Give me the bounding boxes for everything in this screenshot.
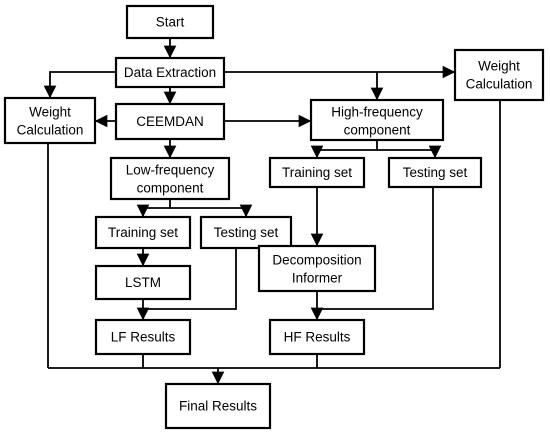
node-high-frequency-line1: High-frequency (331, 105, 423, 120)
node-low-frequency-component: Low-frequency component (109, 156, 231, 201)
node-low-frequency-line2: component (137, 181, 204, 196)
node-weight-calculation-left-line1: Weight (29, 105, 71, 120)
node-training-set-right: Training set (268, 156, 366, 189)
node-data-extraction: Data Extraction (114, 56, 226, 89)
node-final-results: Final Results (164, 382, 272, 430)
edge-data-extraction-to-weight-left (43, 71, 116, 99)
edge-testing-right-to-hf-results (317, 187, 434, 310)
node-lf-results-label: LF Results (111, 330, 176, 345)
edge-high-freq-split (310, 140, 378, 159)
node-testing-set-left: Testing set (199, 215, 293, 250)
node-testing-set-left-label: Testing set (214, 225, 279, 240)
node-decomposition-informer-line1: Decomposition (272, 253, 361, 268)
node-decomposition-informer-line2: Informer (292, 271, 343, 286)
node-weight-calculation-left-line2: Calculation (17, 123, 84, 138)
node-weight-calculation-right-line2: Calculation (466, 77, 533, 92)
node-weight-calculation-right-line1: Weight (478, 59, 520, 74)
edge-low-freq-split (136, 199, 171, 218)
edge-testing-left-to-lf-results (143, 248, 237, 310)
node-lstm: LSTM (94, 264, 192, 301)
edge-low-freq-to-testing (170, 204, 253, 218)
node-high-frequency-component: High-frequency component (309, 98, 445, 142)
node-data-extraction-label: Data Extraction (124, 65, 216, 80)
node-lf-results: LF Results (94, 318, 192, 356)
node-lstm-label: LSTM (125, 275, 161, 290)
node-low-frequency-line1: Low-frequency (126, 163, 215, 178)
node-decomposition-informer: Decomposition Informer (257, 244, 377, 293)
node-training-set-right-label: Training set (282, 165, 352, 180)
node-testing-set-right: Testing set (387, 156, 483, 189)
edge-high-freq-to-testing (377, 145, 442, 159)
node-weight-calculation-right: Weight Calculation (453, 48, 545, 102)
flow-edges (43, 38, 501, 385)
node-hf-results-label: HF Results (284, 330, 351, 345)
node-hf-results: HF Results (268, 318, 366, 356)
node-training-set-left: Training set (94, 215, 192, 250)
node-training-set-left-label: Training set (108, 225, 178, 240)
node-start: Start (125, 4, 215, 40)
node-weight-calculation-left: Weight Calculation (3, 96, 97, 145)
node-ceemdan: CEEMDAN (114, 102, 226, 141)
node-high-frequency-line2: component (344, 123, 411, 138)
node-testing-set-right-label: Testing set (403, 165, 468, 180)
node-ceemdan-label: CEEMDAN (136, 114, 204, 129)
node-start-label: Start (156, 15, 185, 30)
node-final-results-label: Final Results (179, 399, 257, 414)
